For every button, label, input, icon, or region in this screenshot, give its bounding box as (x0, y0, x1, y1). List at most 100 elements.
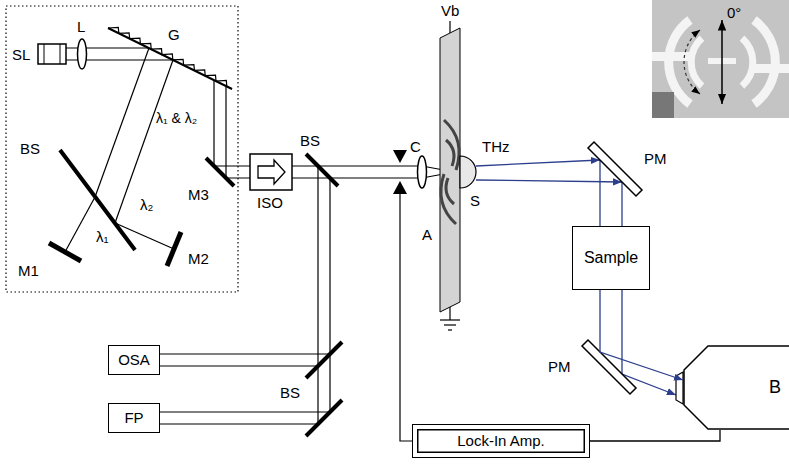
part-label: ISO (257, 194, 283, 212)
part-label: L (77, 18, 85, 36)
photo-electrode (742, 38, 753, 86)
antenna-spiral (444, 120, 459, 170)
antenna-spiral (446, 178, 454, 204)
isolator-arrow (258, 160, 285, 184)
label-text: C (410, 138, 421, 155)
thz-beam (476, 160, 600, 166)
parabolic-mirror (588, 142, 642, 196)
lens (418, 156, 427, 188)
beam (160, 423, 318, 424)
bolometer-window (676, 372, 683, 404)
mirror (167, 232, 181, 266)
photo-electrode (754, 20, 775, 104)
thz-beam (599, 160, 600, 226)
node-text: FP (124, 409, 143, 426)
beam (115, 60, 173, 223)
part-label: S (470, 192, 480, 210)
signal-label: Vb (441, 2, 459, 20)
mirror (49, 243, 81, 261)
wavelength-label: λ₂ (140, 196, 153, 214)
label-text: S (470, 192, 480, 209)
ground-symbol (444, 324, 456, 325)
part-label: BS (280, 384, 300, 402)
label-text: A (422, 226, 432, 243)
chopper-blade (393, 181, 407, 194)
part-label: C (410, 138, 421, 156)
reference-wire (400, 194, 412, 441)
thz-beam (621, 182, 622, 226)
label-text: λ₁ (96, 228, 109, 245)
part-label: BS (20, 140, 40, 158)
beam (225, 86, 226, 178)
part-label: M2 (188, 250, 209, 268)
silicon-lens (460, 156, 476, 188)
part-label: PM (644, 150, 667, 168)
chopper-blade (393, 150, 407, 163)
part-label: M1 (18, 262, 39, 280)
laser-diode (38, 44, 66, 64)
label-text: PM (644, 150, 667, 167)
part-label: M3 (188, 186, 209, 204)
beam (65, 197, 95, 252)
label-text: 0° (727, 4, 741, 21)
label-text: G (168, 26, 180, 43)
bolometer-body (684, 346, 789, 429)
part-label: SL (12, 46, 30, 64)
polarization-arrow (721, 20, 723, 104)
sample-box: Sample (572, 226, 650, 290)
parabolic-mirror (582, 340, 636, 394)
signal-wire (590, 430, 720, 441)
label-text: THz (482, 138, 510, 155)
label-text: PM (548, 358, 571, 375)
beam (160, 365, 318, 366)
thz-beams (476, 160, 676, 395)
ground-symbol (440, 319, 460, 320)
antenna-spiral (441, 174, 456, 224)
laser-enclosure (6, 6, 238, 292)
mirror (306, 400, 342, 436)
antenna-spiral (446, 140, 454, 166)
thz-beam-connector (600, 290, 683, 380)
isolator (250, 154, 292, 190)
part-label: PM (548, 358, 571, 376)
beam (317, 166, 318, 424)
node-text: Lock-In Amp. (457, 432, 545, 449)
beam (329, 178, 330, 412)
node-text: Sample (584, 249, 638, 267)
label-text: BS (300, 132, 320, 149)
lens (78, 39, 87, 69)
beam (95, 48, 149, 197)
photo-electrode (750, 64, 789, 73)
photo-electrode (669, 20, 690, 104)
label-text: M3 (188, 186, 209, 203)
bias-wire (449, 21, 450, 33)
part-label: BS (300, 132, 320, 150)
beam-label: THz (482, 138, 510, 156)
beam-splitter (306, 342, 342, 378)
label-text: BS (20, 140, 40, 157)
ground-wire (449, 307, 450, 320)
label-text: λ₂ (140, 196, 153, 213)
beam (213, 80, 214, 166)
label-text: M1 (18, 262, 39, 279)
ground-symbol (448, 329, 452, 330)
beam-splitter (60, 150, 135, 250)
beam (160, 353, 330, 354)
label-text: BS (280, 384, 300, 401)
antenna-photo (652, 0, 789, 118)
label-text: λ₁ & λ₂ (156, 110, 197, 126)
node-text: OSA (118, 351, 150, 368)
label-text: ISO (257, 194, 283, 211)
analyzer-box: OSA (108, 345, 160, 375)
angle-label: 0° (727, 4, 741, 22)
label-text: L (77, 18, 85, 35)
antenna-chip (440, 28, 460, 312)
photo-detail (652, 92, 674, 118)
interferometer-box: FP (108, 403, 160, 433)
beam (160, 411, 330, 412)
label-text: SL (12, 46, 30, 63)
mirror (206, 158, 234, 186)
rotation-arrow (684, 30, 700, 94)
